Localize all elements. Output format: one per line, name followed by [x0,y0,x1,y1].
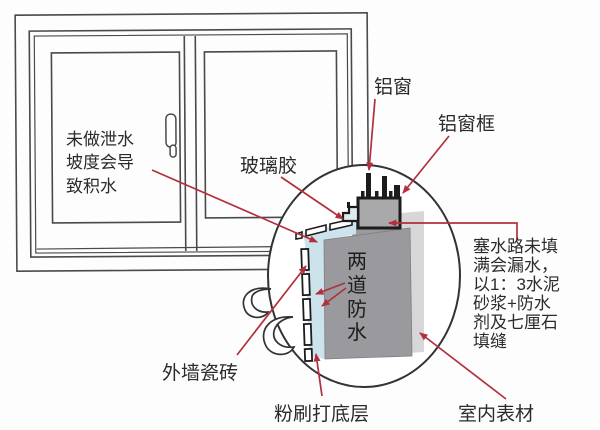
window-inner-frame-line [33,33,350,254]
arrow-plaster-base [313,353,323,397]
window-handle [165,113,177,158]
wall-text-char: 防 [347,298,367,321]
concrete-wall [323,227,413,360]
drainage-note-line: 致积水 [66,177,117,196]
label-plaster-base-coat: 粉刷打底层 [274,403,369,425]
window-right-pane [203,50,339,219]
label-aluminum-window-frame: 铝窗框 [438,113,495,135]
caulking-note-line: 以1：3水泥 [473,275,560,294]
arrow-drainage-note [151,169,318,243]
frame-tooth [375,191,379,199]
aluminum-window-profile-bar [382,176,387,199]
frame-right-upstand [394,185,400,199]
window-drawing [14,11,370,273]
frame-tooth [389,191,393,199]
meeting-stile-left [183,36,187,252]
sealant-step-tick [347,202,350,208]
wall-text-char: 两 [347,251,367,273]
label-interior-finish: 室内表材 [458,403,534,425]
arrow-waterproofing-2 [321,287,347,307]
caulking-note-line: 剂及七厘石 [473,313,558,332]
label-drainage-note: 未做泄水 坡度会导 致积水 [66,130,134,196]
arrow-waterproofing-1 [315,282,346,295]
drainage-note-line: 未做泄水 [66,130,134,149]
arrow-aluminum-window-frame [402,135,450,194]
bubble-tail-curl-upper [242,287,272,319]
exterior-tile [301,272,311,297]
leader-arrows [151,98,518,400]
exterior-tile [302,297,312,322]
arrow-exterior-tile [236,265,307,356]
frame-tooth [361,191,365,199]
exterior-tile [303,347,314,363]
cross-section-detail: 两 道 防 水 [295,173,424,363]
window-outer-frame [14,11,370,273]
label-aluminum-window: 铝窗 [374,76,412,98]
arrow-aluminum-window [366,98,376,171]
wall-text-char: 水 [347,321,367,344]
arrow-interior-finish [419,332,507,400]
caulking-note-line: 塞水路未填 [473,237,558,256]
window-left-pane [50,51,182,224]
bubble-tail-curl-lower [262,316,296,356]
label-glass-sealant: 玻璃胶 [240,155,297,177]
double-waterproofing-label: 两 道 防 水 [347,251,367,344]
arrow-caulking-note [388,219,518,240]
exterior-tile [302,322,313,347]
meeting-stile-right [194,35,198,251]
exterior-tile-column [300,247,314,363]
sill-tile [305,223,327,238]
wall-text-char: 道 [347,274,367,297]
aluminum-window-profile-bar [366,173,371,199]
caulking-note-line: 满会漏水， [473,256,558,275]
caulking-note-line: 砂浆+防水 [473,294,551,313]
arrow-glass-sealant [280,176,344,220]
label-exterior-wall-tile: 外墙瓷砖 [162,362,238,384]
window-inner-frame [28,28,354,258]
label-caulking-note: 塞水路未填 满会漏水， 以1：3水泥 砂浆+防水 剂及七厘石 填缝 [473,237,560,351]
caulking-note-line: 填缝 [473,332,507,351]
labels: 铝窗 铝窗框 玻璃胶 未做泄水 坡度会导 致积水 塞水路未填 满会漏水， 以1：… [66,76,560,425]
drainage-note-line: 坡度会导 [66,153,134,172]
